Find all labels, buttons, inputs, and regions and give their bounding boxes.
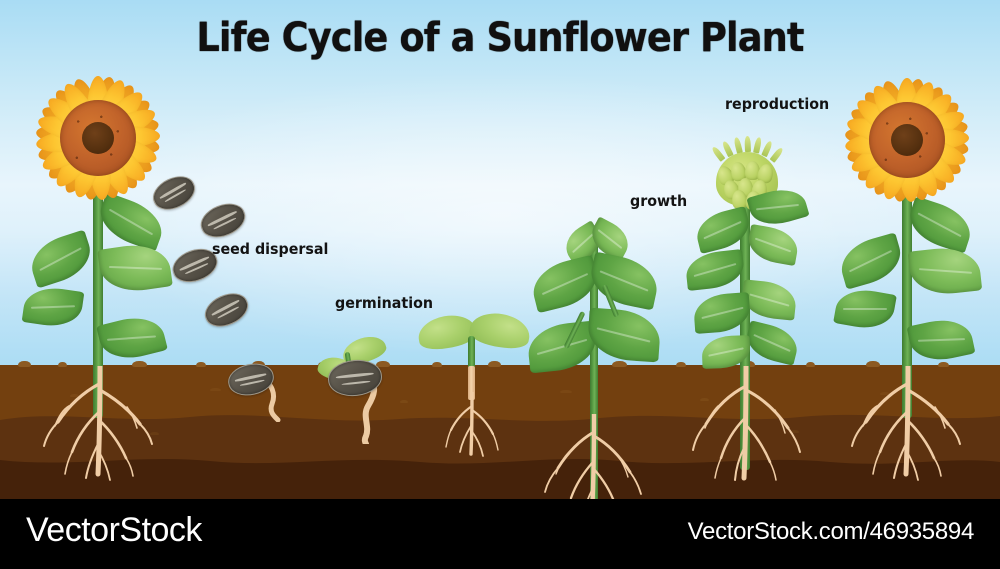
sunflower-core (82, 122, 114, 154)
soil-speckle (700, 398, 709, 401)
sunflower-leaf (833, 285, 897, 333)
budding-plant-roots (692, 366, 801, 481)
soil-crumb (196, 362, 206, 367)
mature-sunflower-left (0, 50, 200, 481)
sunflower-flower-head (827, 60, 987, 220)
seed-radicle (361, 374, 377, 444)
sunflower-leaf (96, 310, 168, 366)
sunflower-leaf (835, 232, 907, 290)
label-seed-dispersal: seed dispersal (212, 240, 329, 258)
page-title: Life Cycle of a Sunflower Plant (196, 15, 804, 61)
soil-ground (0, 360, 1000, 499)
soil-crumb (58, 362, 67, 367)
soil-speckle (150, 432, 159, 435)
soil-speckle (210, 388, 221, 391)
soil-crumb (18, 361, 31, 367)
soil-speckle (880, 392, 890, 395)
sunflower-core (891, 124, 923, 156)
label-germination: germination (335, 294, 434, 312)
sunflower-roots (851, 366, 961, 481)
seedling (412, 306, 533, 466)
sprouting-seed-early (222, 358, 312, 422)
soil-speckle (790, 430, 799, 433)
sunflower-leaf (25, 229, 97, 289)
soil-crumb (488, 361, 501, 367)
soil-speckle (400, 400, 408, 403)
sunflower-stem (902, 182, 912, 418)
sunflower-leaf (907, 244, 983, 298)
soil-speckle (560, 390, 572, 393)
mature-sunflower-right (818, 50, 1000, 481)
soil-crumb (376, 361, 390, 367)
young-plant (525, 206, 663, 519)
watermark-bar: VectorStock VectorStock.com/46935894 (0, 499, 1000, 569)
soil-speckle (70, 394, 79, 397)
germinating-seed (306, 331, 416, 444)
soil-crumb (806, 362, 815, 367)
vectorstock-url: VectorStock.com/46935894 (687, 518, 975, 545)
budding-plant-leaf (745, 223, 801, 267)
soil-crumb (612, 361, 627, 367)
sky-background (0, 0, 1000, 370)
sunflower-roots (43, 366, 153, 481)
soil-layer-bottom (0, 464, 1000, 499)
young-plant-leaf (525, 320, 599, 374)
soil-speckle (470, 438, 480, 441)
label-reproduction: reproduction (725, 95, 830, 113)
soil-crumb (676, 362, 686, 367)
young-plant-stem (590, 234, 598, 512)
label-growth: growth (630, 192, 688, 210)
soil-crumb (432, 362, 442, 367)
seedling-hypocotyl (468, 366, 475, 400)
sunflower-leaf (97, 240, 173, 296)
sunflower-flower-head (18, 58, 178, 218)
budding-plant-leaf (742, 320, 802, 366)
soil-crumb (866, 361, 880, 367)
soil-crumb (938, 362, 949, 367)
sunflower-leaf (21, 284, 85, 330)
vectorstock-logo: VectorStock (26, 511, 202, 549)
soil-crumb (132, 361, 147, 367)
budding-plant-leaf (684, 249, 746, 291)
sunflower-leaf (906, 313, 976, 367)
sunflower-stem (93, 180, 103, 418)
seedling-stem (468, 336, 475, 370)
seedling-roots (445, 392, 499, 457)
budding-plant (678, 135, 818, 481)
cotyledon (467, 309, 533, 352)
